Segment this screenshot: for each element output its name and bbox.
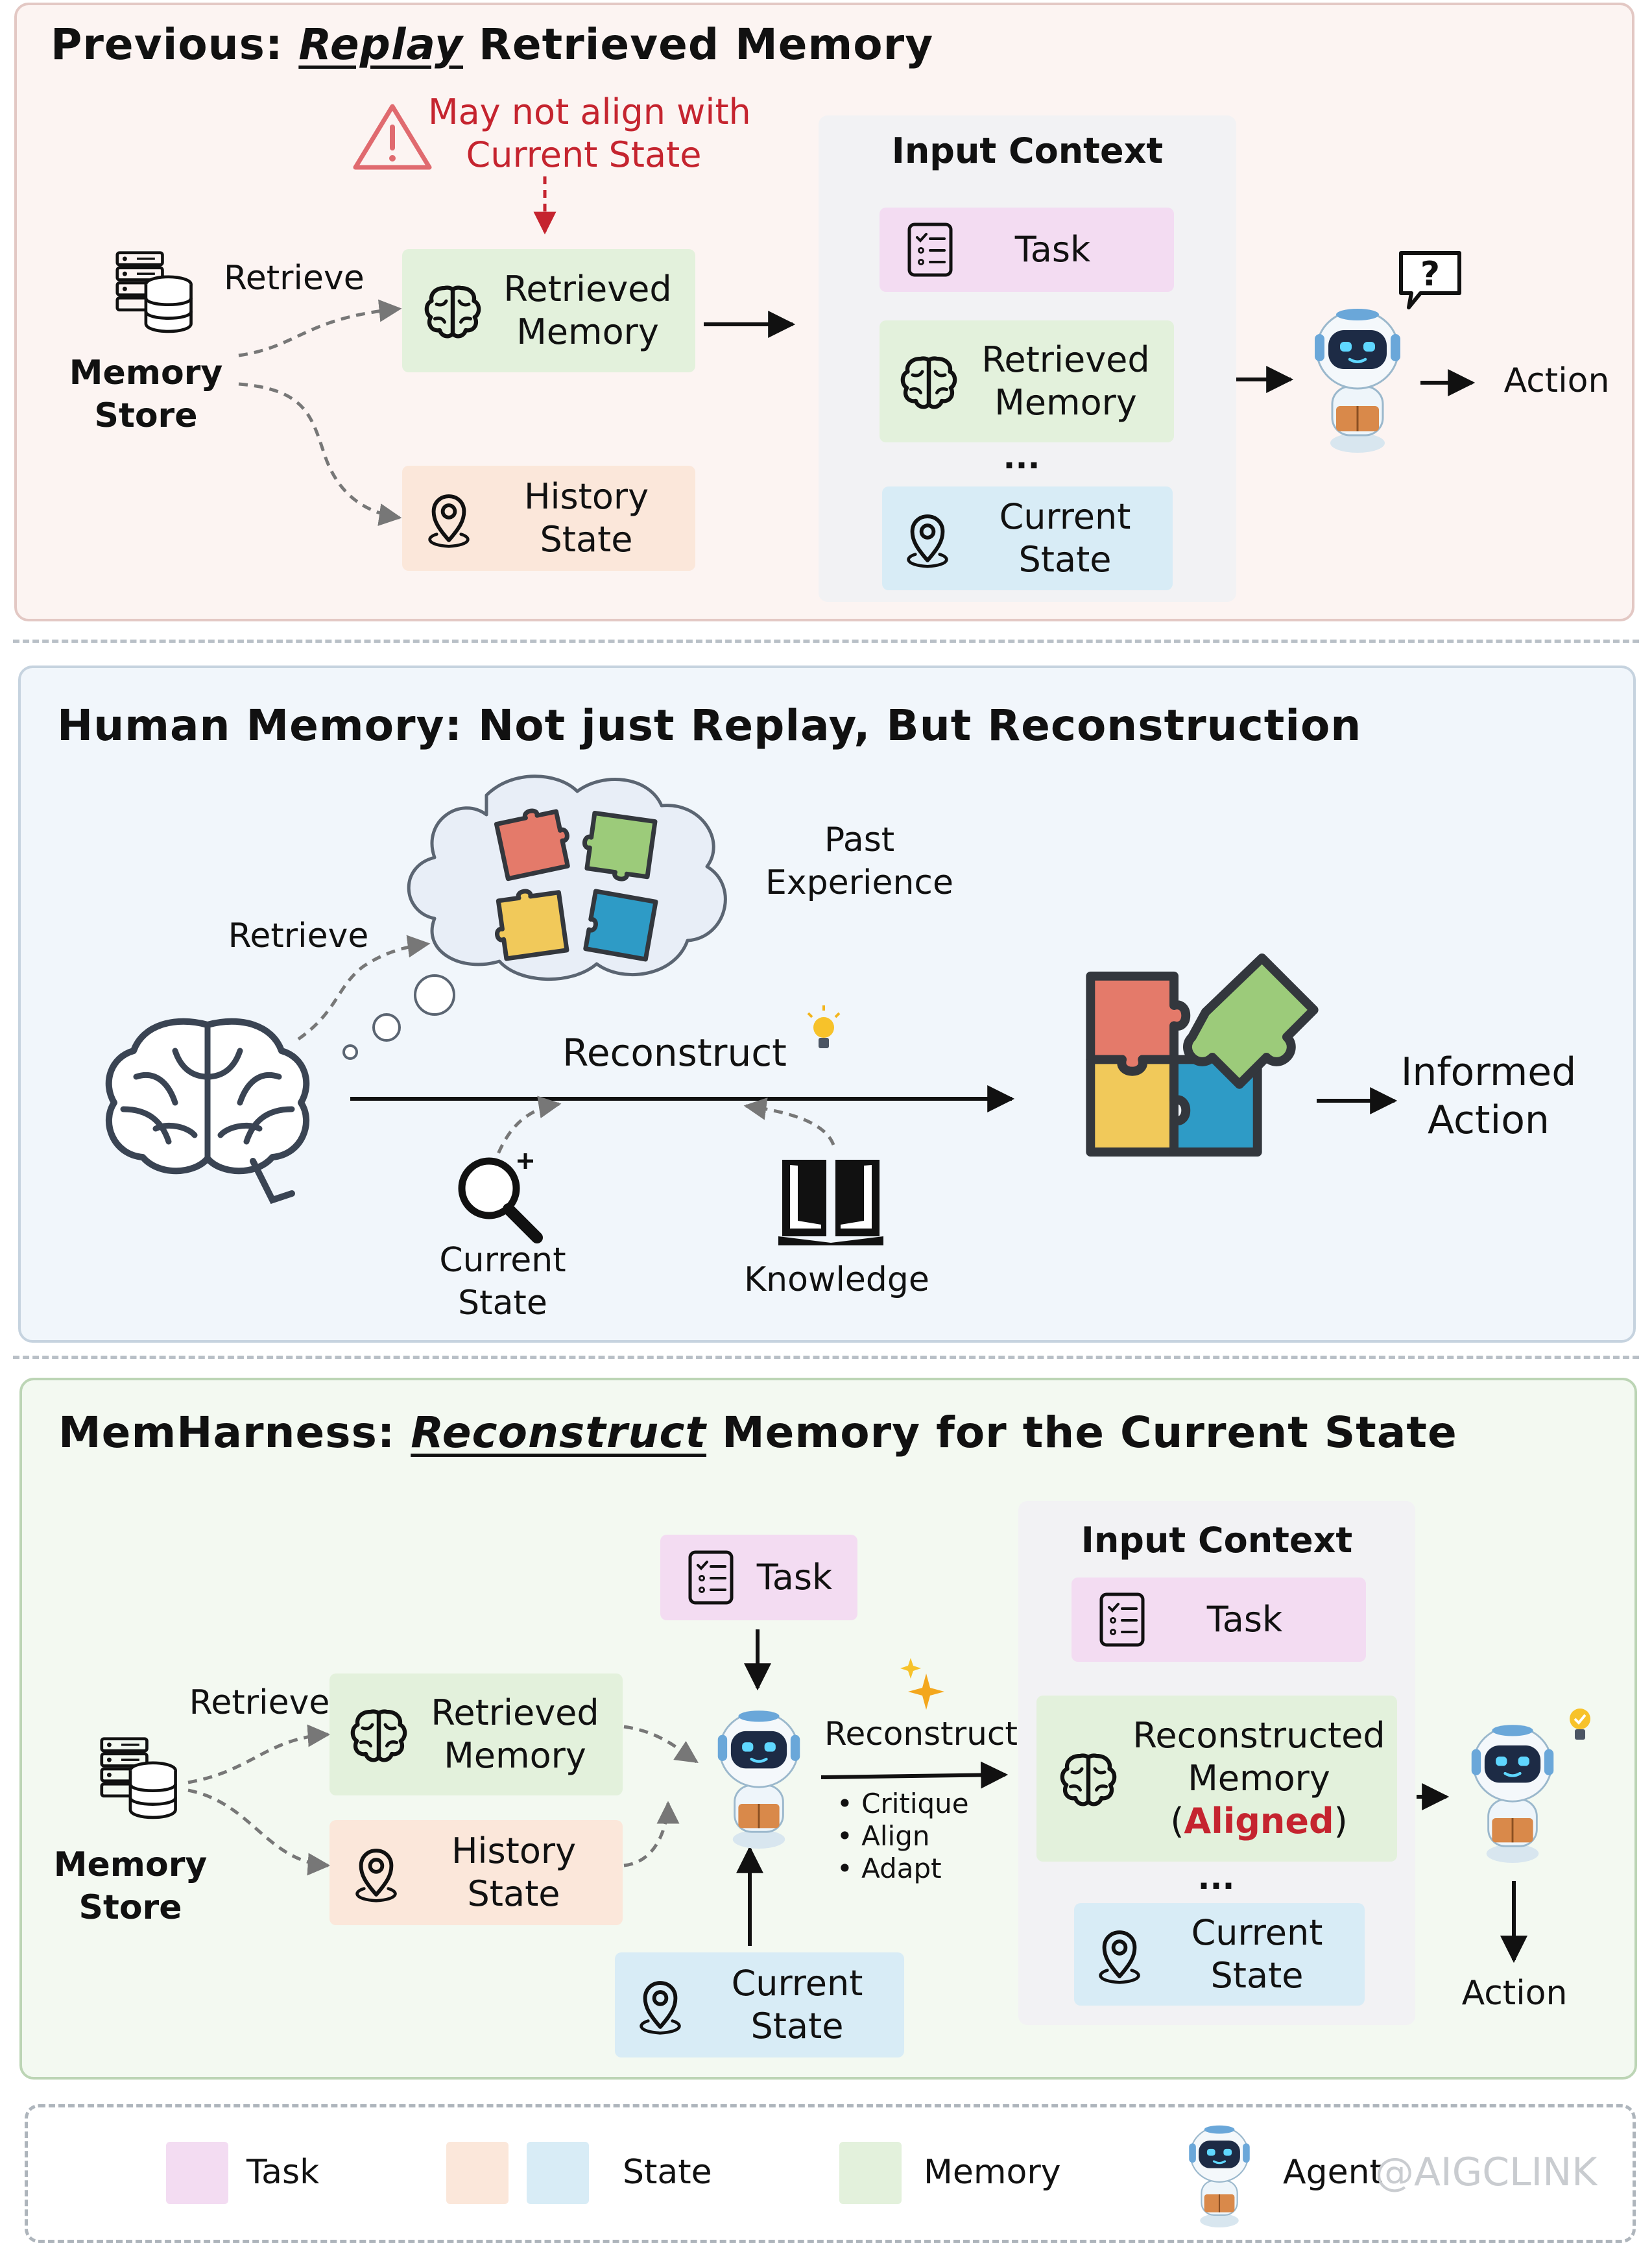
current-state-label-2: Current State [439, 1241, 566, 1323]
brain-icon [346, 1705, 411, 1764]
panel3-arrows [187, 1629, 1527, 1963]
legend-box [25, 2104, 1636, 2243]
panel2-title: Human Memory: Not just Replay, But Recon… [57, 701, 1362, 750]
input-context-title: Input Context [891, 130, 1164, 171]
retrieved-memory-box-3: Retrieved Memory [329, 1673, 623, 1795]
memory-store-label: Memory Store [69, 354, 223, 435]
retrieve-label: Retrieve [224, 259, 365, 298]
ctx-task-box-3: Task [1071, 1577, 1366, 1662]
history-state-box: History State [402, 466, 695, 571]
action-label-3: Action [1461, 1974, 1568, 2013]
ctx-retrieved-memory-label: Retrieved Memory [981, 339, 1150, 423]
retrieve-label-2: Retrieve [228, 917, 369, 955]
retrieve-label-3: Retrieve [189, 1683, 330, 1722]
ctx-task-box: Task [880, 208, 1174, 292]
robot-agent-icon [694, 1699, 824, 1849]
legend-agent-label: Agent [1283, 2153, 1383, 2192]
robot-agent-icon [1188, 2124, 1251, 2229]
ctx-current-state-box: Current State [882, 486, 1173, 590]
warning-text: May not align with Current State [428, 91, 751, 175]
puzzle-icon [494, 808, 658, 962]
action-label: Action [1503, 361, 1610, 400]
title-emphasis: Reconstruct [411, 1408, 707, 1457]
title-emphasis: Replay [298, 19, 464, 69]
retrieve-arrows [238, 299, 1476, 526]
legend-swatch-task [166, 2142, 228, 2204]
reconstruct-label-3: Reconstruct [824, 1715, 1018, 1753]
retrieved-memory-box: Retrieved Memory [402, 249, 695, 372]
legend-swatch-history [446, 2142, 509, 2204]
input-context-title-3: Input Context [1081, 1520, 1353, 1561]
brain-large-icon [105, 1018, 310, 1205]
reconstructed-memory-box: Reconstructed Memory (Aligned) [1036, 1696, 1397, 1862]
past-experience-label: Past Experience [765, 821, 953, 902]
warning-arrow [533, 176, 557, 235]
separator-2 [13, 1356, 1639, 1359]
memory-store-label-3: Memory Store [53, 1845, 208, 1927]
legend-memory-label: Memory [924, 2153, 1061, 2192]
ctx-ellipsis-3: ... [1197, 1859, 1235, 1897]
current-state-box-3: Current State [615, 1952, 904, 2057]
ctx-current-state-label: Current State [999, 496, 1131, 580]
lightbulb-icon [1570, 1709, 1590, 1740]
separator-1 [13, 640, 1639, 643]
informed-action-label: Informed Action [1400, 1050, 1577, 1143]
ctx-ellipsis: ... [1003, 438, 1040, 476]
reconstruct-bullet-list: • Critique • Align • Adapt [837, 1788, 969, 1885]
bullet-align: • Align [837, 1820, 930, 1852]
robot-agent-icon [1448, 1714, 1577, 1863]
legend-swatch-state [527, 2142, 589, 2204]
ctx-task-label-3: Task [1206, 1599, 1283, 1640]
ctx-current-state-label-3: Current State [1191, 1912, 1323, 1996]
retrieve-dashed-arrow [297, 935, 1398, 1168]
panel3-title: MemHarness: Reconstruct Memory for the C… [58, 1408, 1457, 1457]
checklist-icon [1096, 1591, 1148, 1648]
history-state-box-3: History State [329, 1820, 623, 1925]
book-icon [778, 1160, 883, 1245]
bullet-adapt: • Adapt [837, 1853, 942, 1884]
bullet-critique: • Critique [837, 1788, 969, 1819]
location-pin-icon [629, 1974, 691, 2036]
location-pin-icon [345, 1841, 407, 1904]
sparkle-icon [900, 1658, 944, 1710]
watermark: @AIGCLINK [1375, 2150, 1598, 2195]
lightbulb-icon [807, 1005, 841, 1048]
aligned-emphasis: Aligned [1184, 1801, 1334, 1841]
legend-state-label: State [623, 2153, 712, 2192]
ctx-retrieved-memory-box: Retrieved Memory [880, 320, 1174, 442]
ctx-task-label: Task [1014, 229, 1091, 270]
task-label-3: Task [756, 1557, 833, 1598]
panel1-title: Previous: Replay Retrieved Memory [51, 19, 934, 69]
task-box-3: Task [660, 1535, 857, 1620]
panel-human-memory [18, 666, 1636, 1343]
magnifier-icon [458, 1153, 543, 1243]
svg-text:?: ? [1420, 255, 1440, 294]
reconstructed-memory-text: Reconstructed Memory (Aligned) [1121, 1714, 1397, 1843]
retrieved-memory-label: Retrieved Memory [503, 269, 672, 352]
current-state-label-3: Current State [731, 1963, 863, 2046]
reconstruct-label: Reconstruct [562, 1031, 787, 1075]
warning-triangle-icon [353, 104, 432, 170]
aligned-line: (Aligned) [1170, 1801, 1348, 1841]
ctx-current-state-box-3: Current State [1074, 1903, 1365, 2006]
legend-task-label: Task [246, 2153, 320, 2192]
history-state-label-3: History State [451, 1830, 577, 1914]
retrieved-memory-label-3: Retrieved Memory [431, 1692, 599, 1776]
history-state-label: History State [523, 476, 649, 560]
location-pin-icon [1088, 1923, 1151, 1985]
speech-bubble-question-icon: ? [1399, 251, 1461, 309]
legend-swatch-memory [839, 2142, 902, 2204]
checklist-icon [685, 1549, 737, 1606]
brain-icon [1056, 1749, 1121, 1808]
reconstructed-memory-label: Reconstructed Memory [1132, 1715, 1385, 1799]
knowledge-label: Knowledge [744, 1260, 929, 1299]
